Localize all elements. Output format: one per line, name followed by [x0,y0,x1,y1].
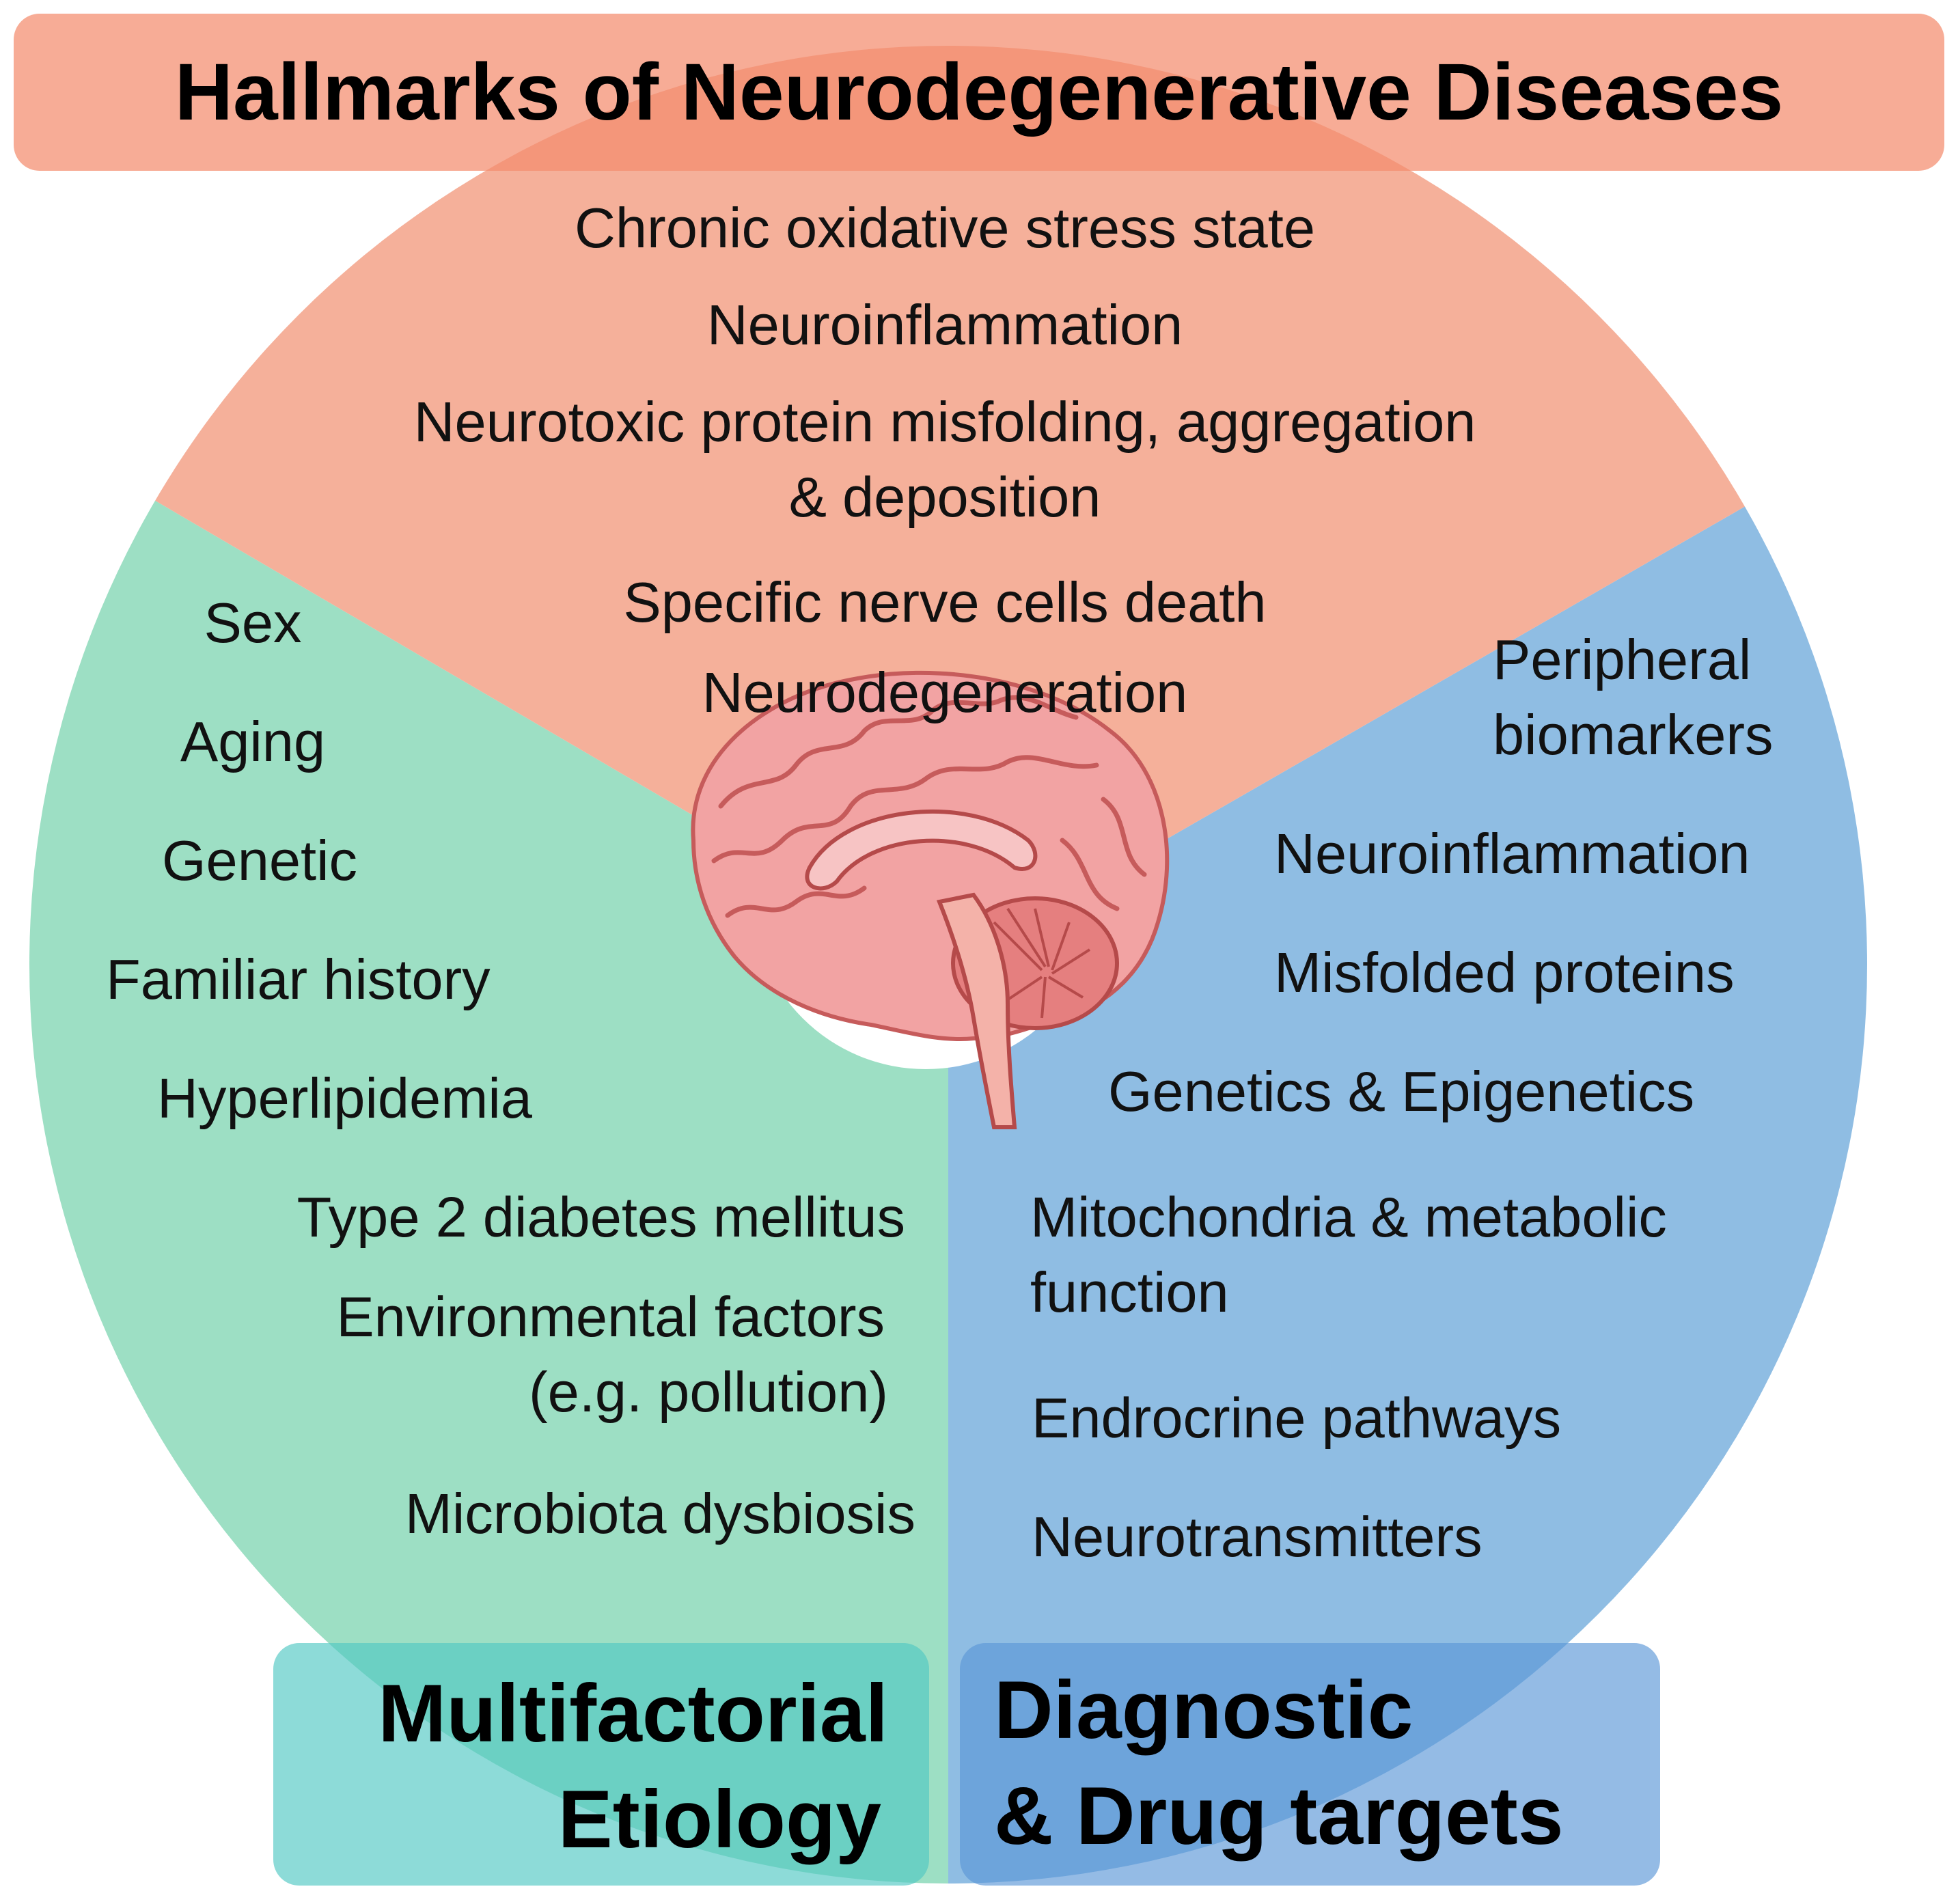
etiology-item: Environmental factors [336,1285,885,1349]
etiology-item: Type 2 diabetes mellitus [297,1185,905,1249]
hallmark-item: Specific nerve cells death [623,570,1267,634]
target-item: Peripheral [1493,628,1752,691]
etiology-item: Sex [204,591,302,654]
etiology-item: Microbiota dysbiosis [404,1482,915,1545]
title-box [14,14,1944,171]
etiology-item: Genetic [161,829,358,892]
targets-label-line2: & Drug targets [994,1770,1564,1862]
target-item: Genetics & Epigenetics [1108,1060,1695,1123]
hallmark-item: Neuroinflammation [706,293,1183,357]
etiology-sector [29,410,948,1884]
target-item: Neuroinflammation [1274,822,1750,885]
hallmark-item: Chronic oxidative stress state [574,196,1316,260]
target-item: function [1030,1260,1229,1324]
hallmark-item: Neurotoxic protein misfolding, aggregati… [413,390,1476,454]
hallmarks-sector [29,46,1867,965]
target-item: Mitochondria & metabolic [1030,1185,1667,1249]
hallmark-item: Neurodegeneration [702,661,1188,724]
etiology-item: (e.g. pollution) [529,1360,888,1424]
diagram-title: Hallmarks of Neurodegenerative Diseases [174,47,1784,137]
targets-label-line1: Diagnostic [994,1664,1414,1756]
target-item: biomarkers [1493,703,1774,767]
etiology-item: Familiar history [106,948,491,1011]
etiology-label-line2: Etiology [557,1774,881,1865]
etiology-label-box [273,1643,929,1886]
brain-sagittal-icon [691,670,1170,1129]
etiology-label-line1: Multifactorial [378,1668,888,1759]
target-item: Misfolded proteins [1274,941,1735,1004]
hallmark-item: & deposition [788,465,1101,529]
target-item: Neurotransmitters [1032,1505,1483,1569]
target-item: Endrocrine pathways [1032,1386,1562,1450]
etiology-item: Aging [180,710,326,773]
targets-label-box [960,1643,1660,1886]
etiology-item: Hyperlipidemia [157,1066,532,1130]
